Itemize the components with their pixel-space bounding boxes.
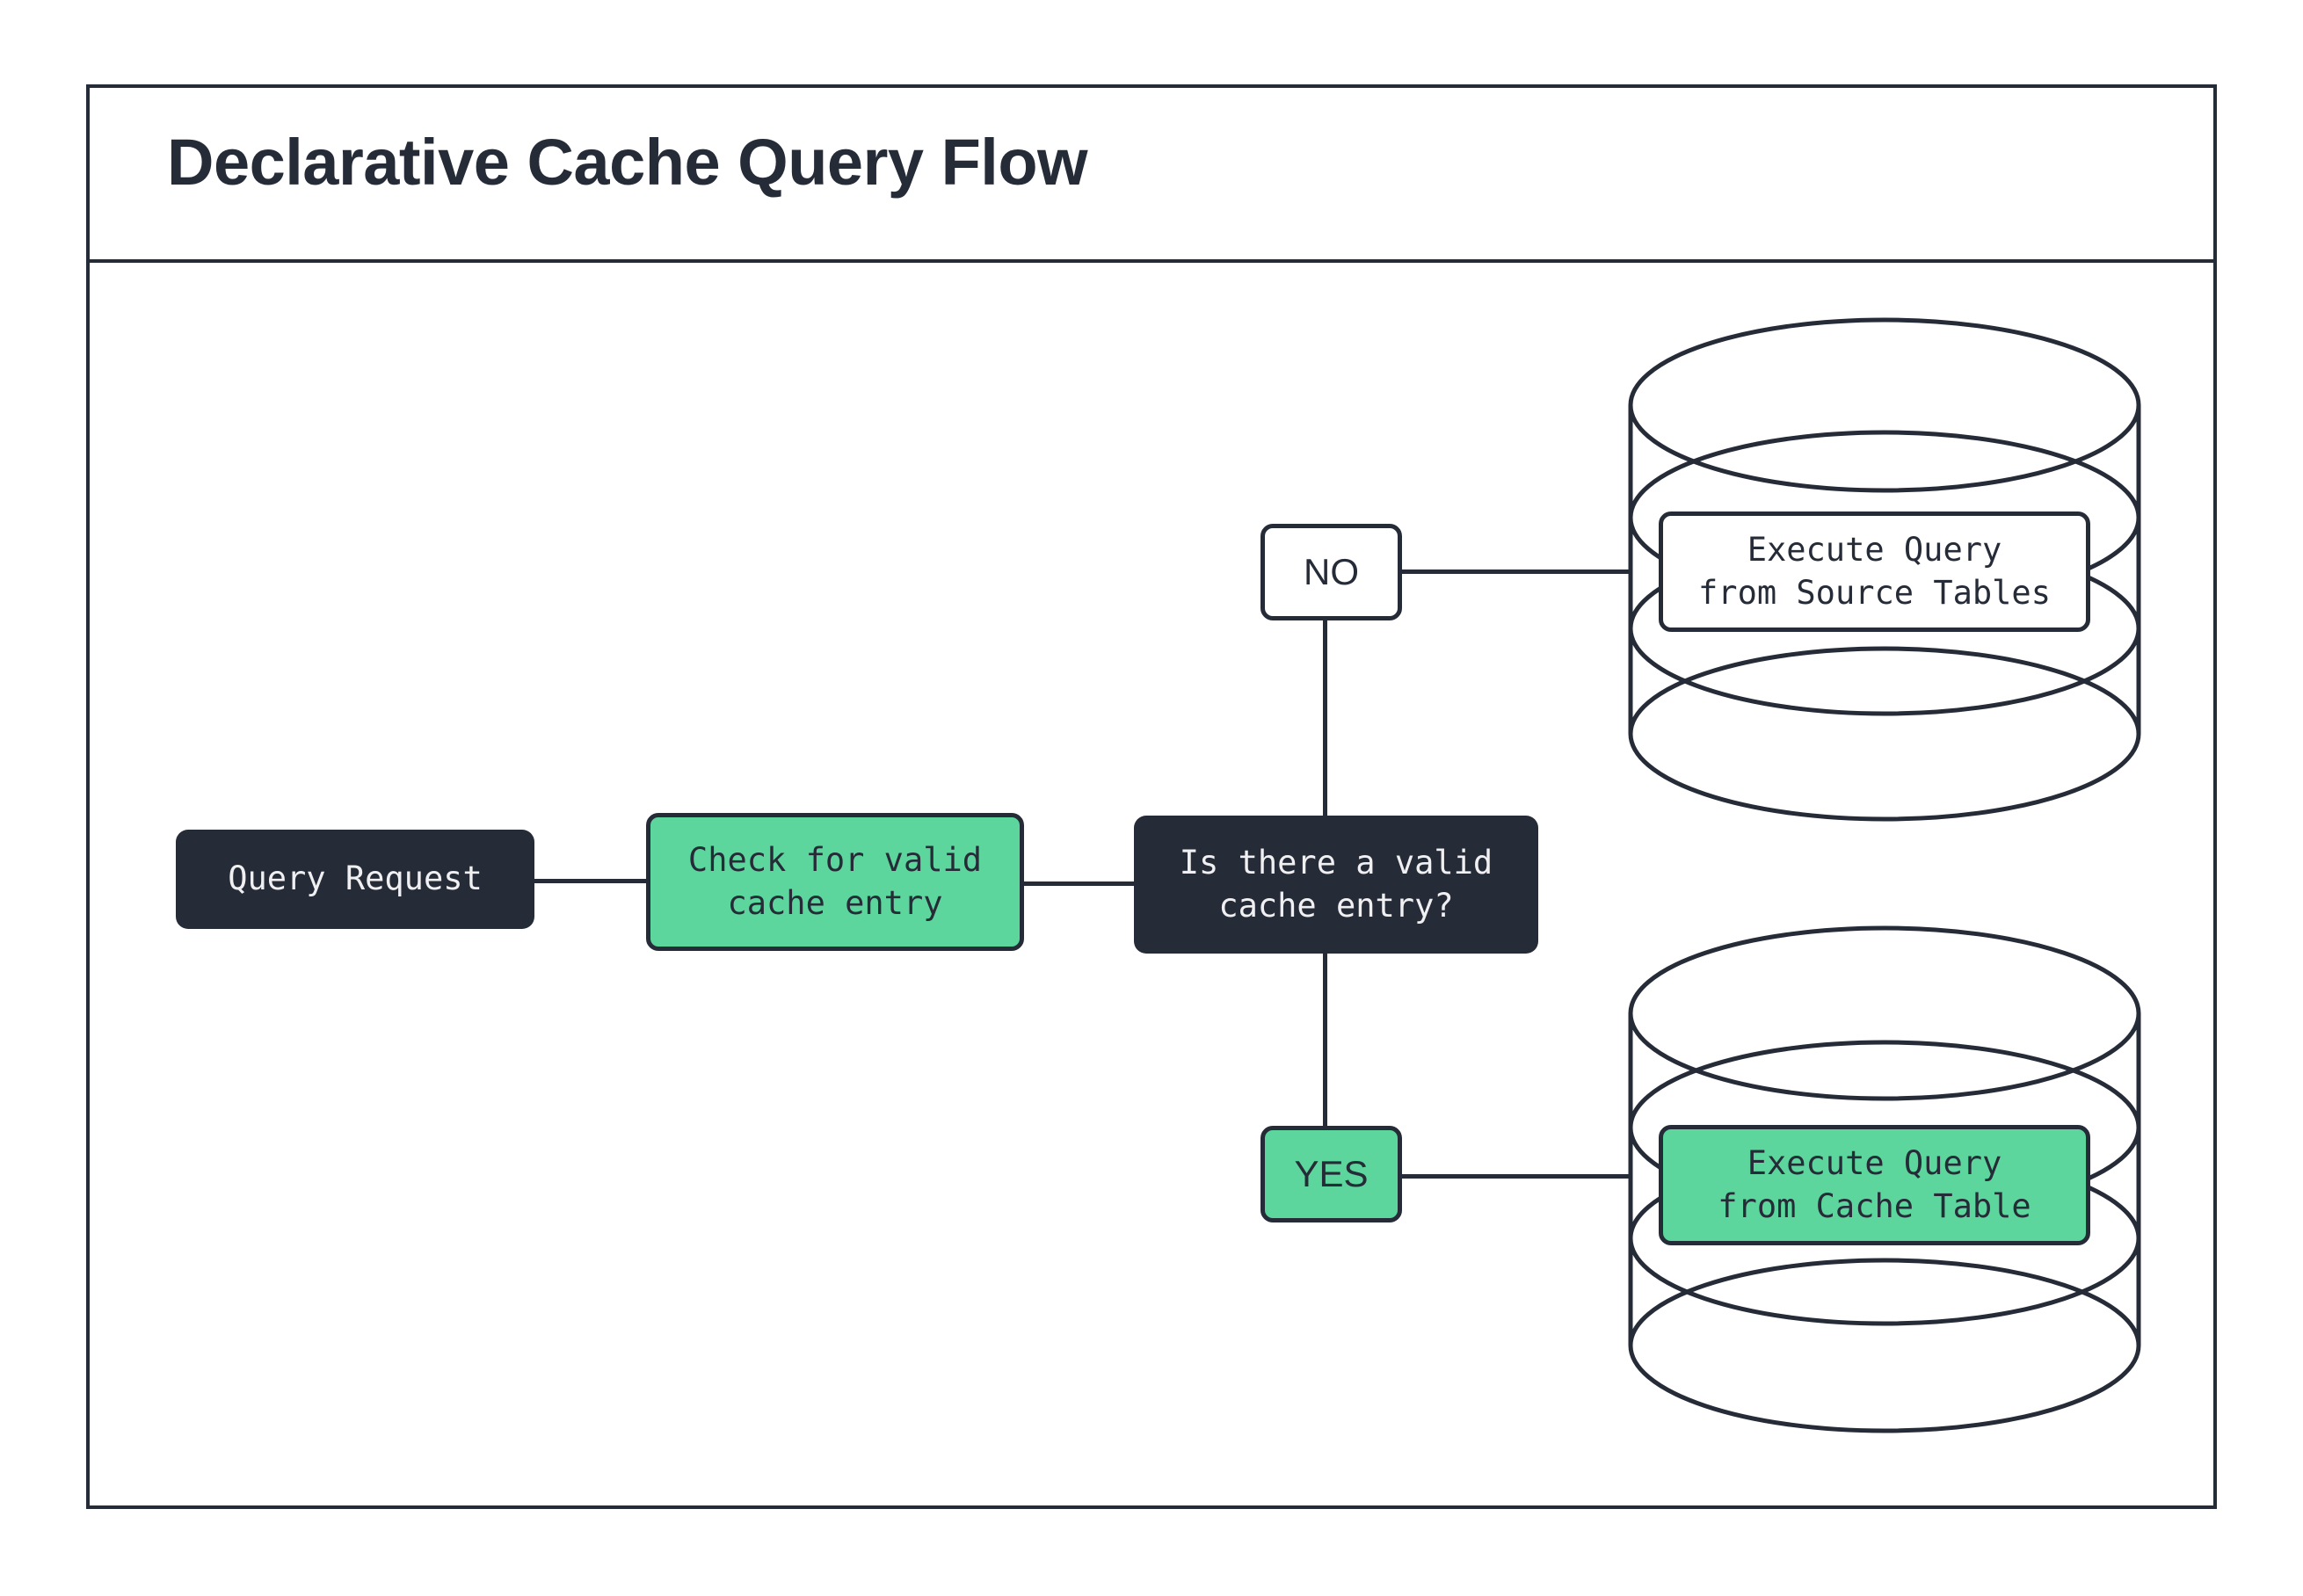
connector-decision-to-no [1323, 617, 1327, 819]
cache-database-label: Execute Query from Cache Table [1659, 1125, 2090, 1245]
node-check-cache-entry[interactable]: Check for valid cache entry [646, 813, 1024, 951]
connector-no-to-source-db [1399, 569, 1632, 574]
source-database-label: Execute Query from Source Tables [1659, 511, 2090, 632]
connector-request-to-check [531, 879, 650, 883]
node-decision-valid-cache-entry[interactable]: Is there a valid cache entry? [1134, 816, 1538, 954]
connector-decision-to-yes [1323, 951, 1327, 1128]
branch-label-yes[interactable]: YES [1260, 1126, 1402, 1222]
connector-check-to-decision [1021, 881, 1137, 886]
title-divider [86, 259, 2217, 263]
branch-label-no[interactable]: NO [1260, 524, 1402, 620]
page-title: Declarative Cache Query Flow [167, 126, 1088, 199]
connector-yes-to-cache-db [1399, 1174, 1632, 1179]
cache-database-cylinder [1628, 925, 2141, 1435]
node-query-request[interactable]: Query Request [176, 830, 534, 929]
